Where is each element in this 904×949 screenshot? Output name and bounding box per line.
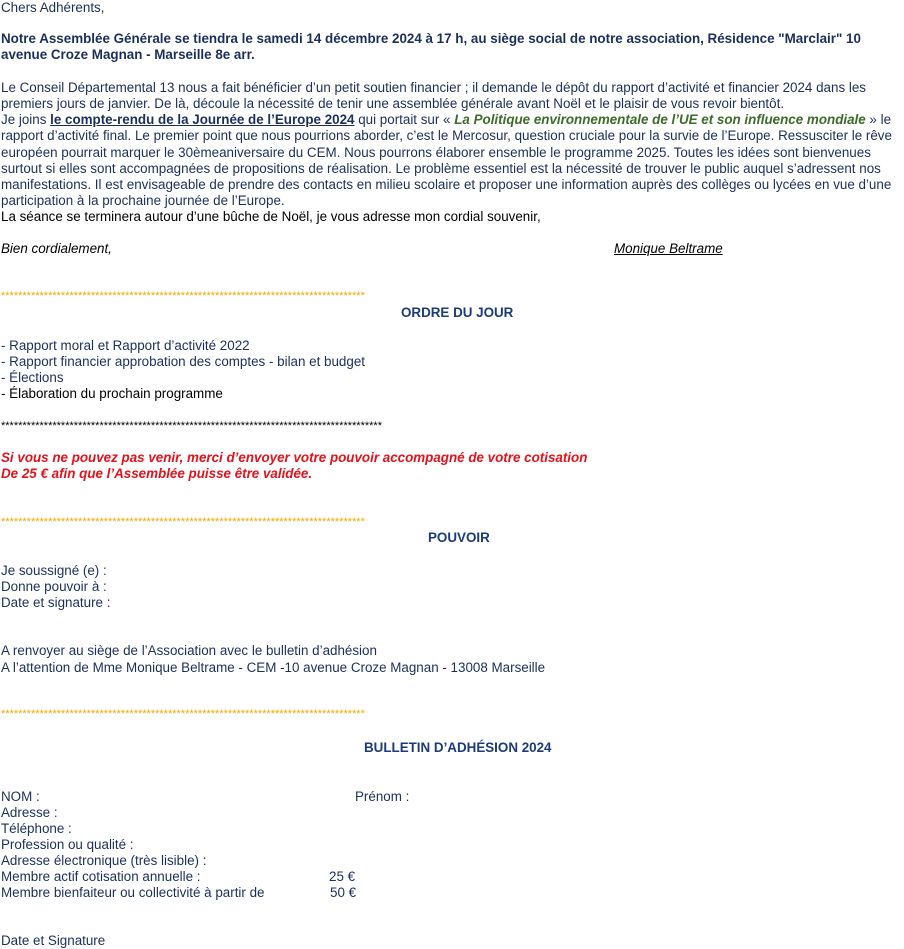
proxy-title: POUVOIR	[428, 530, 490, 545]
closing-line: La séance se terminera autour d’une bûch…	[1, 209, 541, 224]
proxy-notice-line-2: De 25 € afin que l’Assemblée puisse être…	[1, 466, 313, 481]
agenda-title: ORDRE DU JOUR	[401, 305, 514, 320]
agenda-item: - Rapport financier approbation des comp…	[1, 354, 365, 369]
divider-stars: ****************************************…	[1, 708, 365, 720]
benefactor-member-fee: 50 €	[330, 885, 357, 900]
agenda-item: - Rapport moral et Rapport d’activité 20…	[1, 338, 250, 353]
divider-stars: ****************************************…	[1, 420, 382, 432]
adresse-field: Adresse :	[1, 805, 58, 820]
email-field: Adresse électronique (très lisible) :	[1, 853, 207, 868]
divider-stars: ****************************************…	[1, 516, 365, 528]
active-member-fee: 25 €	[329, 869, 356, 884]
meeting-announcement: Notre Assemblée Générale se tiendra le s…	[1, 31, 861, 63]
paragraph-2-body: » le rapport d’activité final. Le premie…	[1, 112, 892, 209]
proxy-field: Donne pouvoir à :	[1, 579, 107, 594]
return-address: A l’attention de Mme Monique Beltrame - …	[1, 660, 546, 675]
signature-name: Monique Beltrame	[614, 241, 723, 256]
paragraph-2-intro: Je joins	[1, 112, 51, 127]
regards: Bien cordialement,	[1, 241, 112, 256]
proxy-field: Date et signature :	[1, 595, 111, 610]
prenom-field: Prénom :	[355, 789, 410, 804]
telephone-field: Téléphone :	[1, 821, 72, 836]
agenda-item: - Élections	[1, 370, 64, 385]
benefactor-member-label: Membre bienfaiteur ou collectivité à par…	[1, 885, 265, 900]
active-member-label: Membre actif cotisation annuelle :	[1, 869, 201, 884]
letter-paragraph-2: Je joins le compte-rendu de la Journée d…	[1, 112, 903, 210]
proxy-notice-line-1: Si vous ne pouvez pas venir, merci d’env…	[1, 450, 588, 465]
europe-day-report-link[interactable]: le compte-rendu de la Journée de l’Europ…	[50, 112, 355, 127]
return-instructions: A renvoyer au siège de l’Association ave…	[1, 643, 377, 658]
agenda-item: - Élaboration du prochain programme	[1, 386, 223, 401]
paragraph-2-middle: qui portait sur «	[354, 112, 455, 127]
letter-paragraph-1: Le Conseil Départemental 13 nous a fait …	[1, 80, 866, 112]
membership-title: BULLETIN D’ADHÉSION 2024	[364, 740, 552, 755]
eu-policy-title: La Politique environnementale de l’UE et…	[454, 112, 866, 127]
greeting: Chers Adhérents,	[1, 0, 105, 15]
date-signature-field: Date et Signature	[1, 933, 106, 948]
divider-stars: ****************************************…	[1, 290, 365, 302]
nom-field: NOM :	[1, 789, 40, 804]
profession-field: Profession ou qualité :	[1, 837, 134, 852]
proxy-field: Je soussigné (e) :	[1, 563, 107, 578]
